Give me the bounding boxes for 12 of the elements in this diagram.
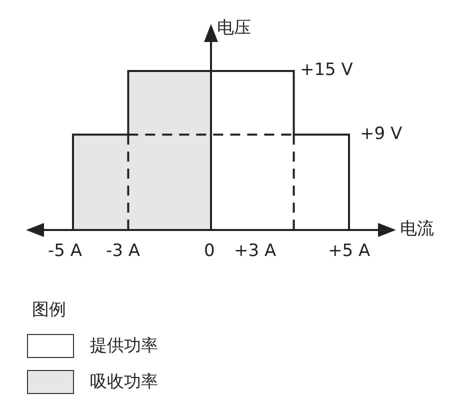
tick-label: +3 A xyxy=(234,243,276,260)
legend-label: 提供功率 xyxy=(90,338,158,354)
tick-label: -5 A xyxy=(48,243,82,260)
legend-title: 图例 xyxy=(32,302,66,319)
tick-label: +9 V xyxy=(360,126,402,143)
tick-label: -3 A xyxy=(106,243,140,260)
tick-label: +5 A xyxy=(328,243,370,260)
axis-label: 电压 xyxy=(217,20,251,37)
axis-label: 电流 xyxy=(400,221,434,238)
tick-label: 0 xyxy=(204,243,215,260)
legend-label: 吸收功率 xyxy=(90,374,158,390)
tick-label: +15 V xyxy=(300,62,353,79)
